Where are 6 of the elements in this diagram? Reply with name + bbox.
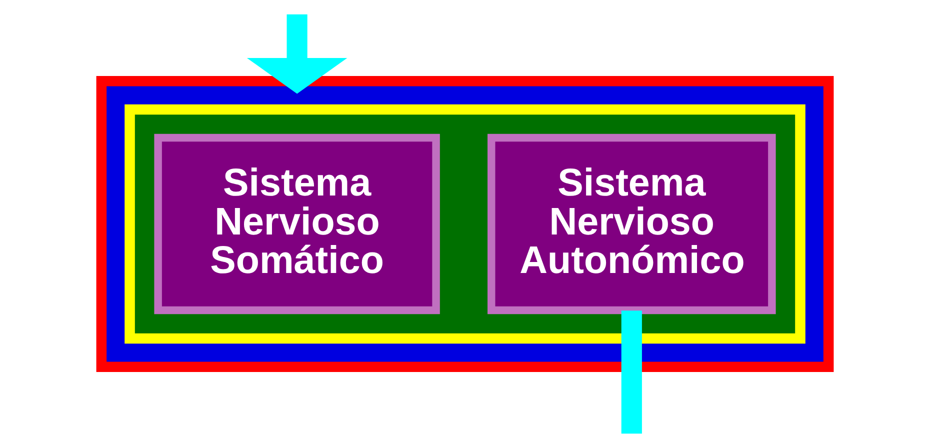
cluster bbox=[124, 104, 805, 344]
node-box: Sistema Nervioso Autonómico bbox=[487, 134, 776, 314]
arrow bbox=[246, 14, 347, 94]
connector bbox=[620, 310, 642, 434]
cluster bbox=[96, 76, 834, 372]
node-box: Sistema Nervioso Somático bbox=[154, 134, 440, 314]
